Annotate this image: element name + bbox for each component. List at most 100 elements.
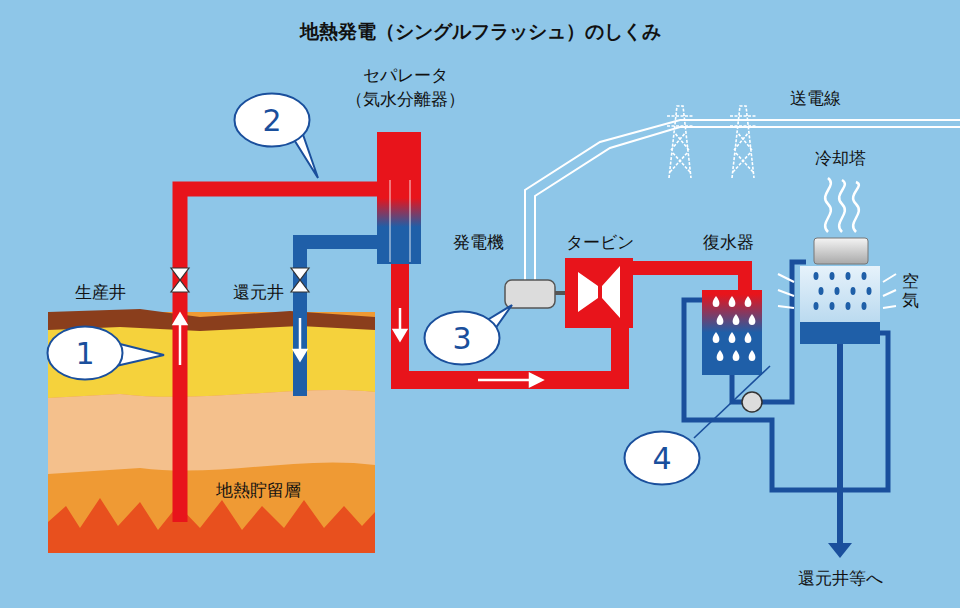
cooling-tower bbox=[883, 274, 896, 308]
cooling-tower bbox=[853, 182, 859, 232]
flow-arrow bbox=[174, 314, 186, 324]
cooling-tower bbox=[846, 272, 851, 280]
callout-bubble: 3 bbox=[423, 310, 501, 366]
flow-arrow bbox=[299, 318, 302, 352]
valve bbox=[171, 268, 189, 292]
part-label: 発電機 bbox=[453, 231, 504, 254]
callout-tail bbox=[112, 126, 512, 366]
part-label: 空気 bbox=[902, 272, 919, 309]
cooling-tower bbox=[825, 178, 831, 232]
part-label: 復水器 bbox=[703, 231, 754, 254]
condenser bbox=[702, 290, 762, 375]
part-label: タービン bbox=[566, 231, 634, 254]
cooling-tower bbox=[800, 266, 880, 324]
cooling-tower bbox=[846, 302, 851, 310]
cooling-tower bbox=[819, 287, 824, 295]
callout-ellipse bbox=[625, 432, 700, 485]
callout-number: 1 bbox=[75, 336, 94, 371]
pylon bbox=[667, 106, 693, 178]
ground bbox=[48, 390, 375, 474]
condenser bbox=[745, 296, 752, 307]
part-label: 還元井等へ bbox=[798, 567, 883, 590]
diagram-title: 地熱発電（シングルフラッシュ）のしくみ bbox=[300, 19, 661, 45]
flow-arrow bbox=[174, 308, 542, 386]
flow-arrow bbox=[179, 322, 182, 365]
flow-arrow bbox=[399, 308, 402, 332]
cooling-tower bbox=[835, 287, 840, 295]
condenser bbox=[729, 296, 736, 307]
pump bbox=[742, 392, 762, 412]
part-label: 生産井 bbox=[75, 281, 126, 304]
cooling-tower bbox=[778, 178, 896, 344]
cooling-tower bbox=[800, 322, 880, 344]
condenser bbox=[733, 350, 740, 361]
turbine bbox=[565, 258, 633, 328]
condenser bbox=[713, 332, 720, 343]
part-label: 還元井 bbox=[233, 281, 284, 304]
cooling-tower bbox=[814, 272, 872, 310]
cooling-tower bbox=[839, 180, 845, 232]
flow-arrow bbox=[530, 374, 542, 386]
pipe bbox=[837, 344, 843, 545]
pipe bbox=[630, 268, 745, 292]
pipe bbox=[762, 262, 806, 402]
turbine bbox=[565, 258, 633, 328]
ground bbox=[48, 312, 375, 553]
pipe bbox=[300, 242, 386, 396]
cooling-tower bbox=[862, 272, 867, 280]
cooling-tower bbox=[830, 302, 835, 310]
callout-ellipse bbox=[235, 94, 310, 147]
generator bbox=[505, 280, 555, 308]
transmission-line bbox=[525, 120, 960, 282]
pipe bbox=[180, 189, 386, 522]
part-label: 冷却塔 bbox=[815, 147, 866, 170]
cooling-tower bbox=[825, 178, 859, 232]
condenser bbox=[749, 350, 756, 361]
cooling-tower bbox=[778, 274, 896, 308]
pipe bbox=[180, 189, 888, 545]
callout-bubble: 1 bbox=[46, 325, 124, 381]
transmission-line bbox=[525, 120, 960, 282]
cooling-tower bbox=[814, 238, 868, 264]
condenser bbox=[745, 332, 752, 343]
cooling-tower bbox=[830, 272, 835, 280]
separator bbox=[377, 132, 421, 264]
flow-arrow bbox=[294, 350, 306, 360]
callout-bubble: 2 bbox=[233, 92, 311, 148]
valve bbox=[291, 268, 309, 292]
leader-line bbox=[694, 366, 770, 438]
turbine bbox=[578, 266, 620, 318]
callout-number: 2 bbox=[262, 103, 281, 138]
condenser bbox=[717, 350, 724, 361]
ground bbox=[48, 498, 375, 553]
callout-ellipse bbox=[48, 327, 123, 380]
ground bbox=[48, 325, 375, 398]
condenser bbox=[713, 296, 720, 307]
cooling-tower bbox=[778, 274, 794, 308]
callout-number: 4 bbox=[652, 441, 671, 476]
pylon bbox=[667, 106, 756, 178]
callout-bubble: 4 bbox=[623, 430, 701, 486]
separator bbox=[390, 180, 410, 262]
generator bbox=[505, 280, 570, 308]
ground bbox=[48, 309, 375, 553]
cooling-tower bbox=[814, 302, 819, 310]
condenser bbox=[749, 314, 756, 325]
cooling-tower bbox=[862, 302, 867, 310]
outlet-arrow bbox=[828, 543, 852, 558]
condenser bbox=[729, 332, 736, 343]
callout-ellipse bbox=[425, 312, 500, 365]
cooling-tower bbox=[867, 287, 872, 295]
part-label: セパレータ （気水分離器） bbox=[343, 64, 467, 112]
flow-arrow bbox=[394, 330, 406, 340]
cooling-tower bbox=[851, 287, 856, 295]
condenser bbox=[702, 290, 762, 375]
part-label: 送電線 bbox=[790, 87, 841, 110]
flow-arrow bbox=[478, 379, 532, 382]
condenser bbox=[713, 296, 756, 361]
separator bbox=[377, 132, 421, 264]
pylon bbox=[730, 106, 756, 178]
callout-number: 3 bbox=[452, 321, 471, 356]
condenser bbox=[733, 314, 740, 325]
